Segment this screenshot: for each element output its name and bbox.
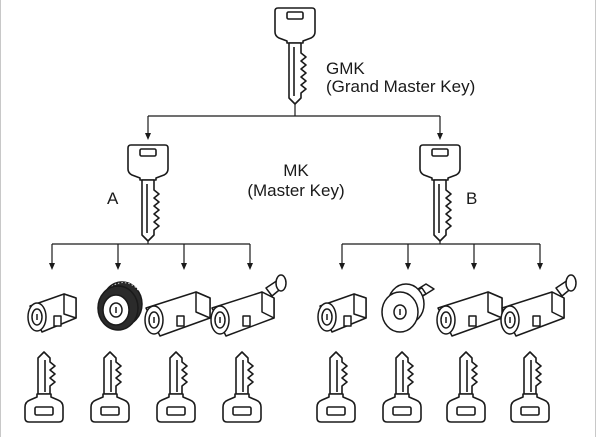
mortise-cylinder-icon [97,281,143,331]
arrow-icon [339,263,345,270]
key-icon [446,351,486,423]
key-icon [24,351,64,423]
key-icon [510,351,550,423]
key-icon [222,351,262,423]
arrow-icon [247,263,253,270]
euro-thumbturn-cylinder-icon [500,274,577,337]
group-a-label: A [107,189,119,208]
key-icon [156,351,196,423]
key-icon [382,351,422,423]
arrow-icon [115,263,121,270]
master-key-b-icon [419,144,461,242]
euro-half-cylinder-icon [317,293,367,333]
key-icon [316,351,356,423]
arrow-icon [471,263,477,270]
mk-full-label: (Master Key) [247,181,345,200]
arrow-icon [537,263,543,270]
key-icon [90,351,130,423]
euro-double-cylinder-icon [144,291,211,337]
group-b-label: B [466,189,478,208]
arrow-icon [181,263,187,270]
euro-double-cylinder-icon [436,291,503,337]
mk-abbr-label: MK [283,161,309,180]
gmk-full-label: (Grand Master Key) [326,77,476,96]
euro-half-cylinder-icon [27,293,77,333]
arrow-icon [145,133,151,140]
arrow-icon [437,133,443,140]
arrow-icon [405,263,411,270]
master-key-a-icon [127,144,169,242]
euro-thumbturn-cylinder-icon [210,274,287,337]
gmk-abbr-label: GMK [326,59,365,78]
grand-master-key-icon [274,7,316,105]
arrow-icon [49,263,55,270]
rim-cylinder-icon [381,283,435,333]
